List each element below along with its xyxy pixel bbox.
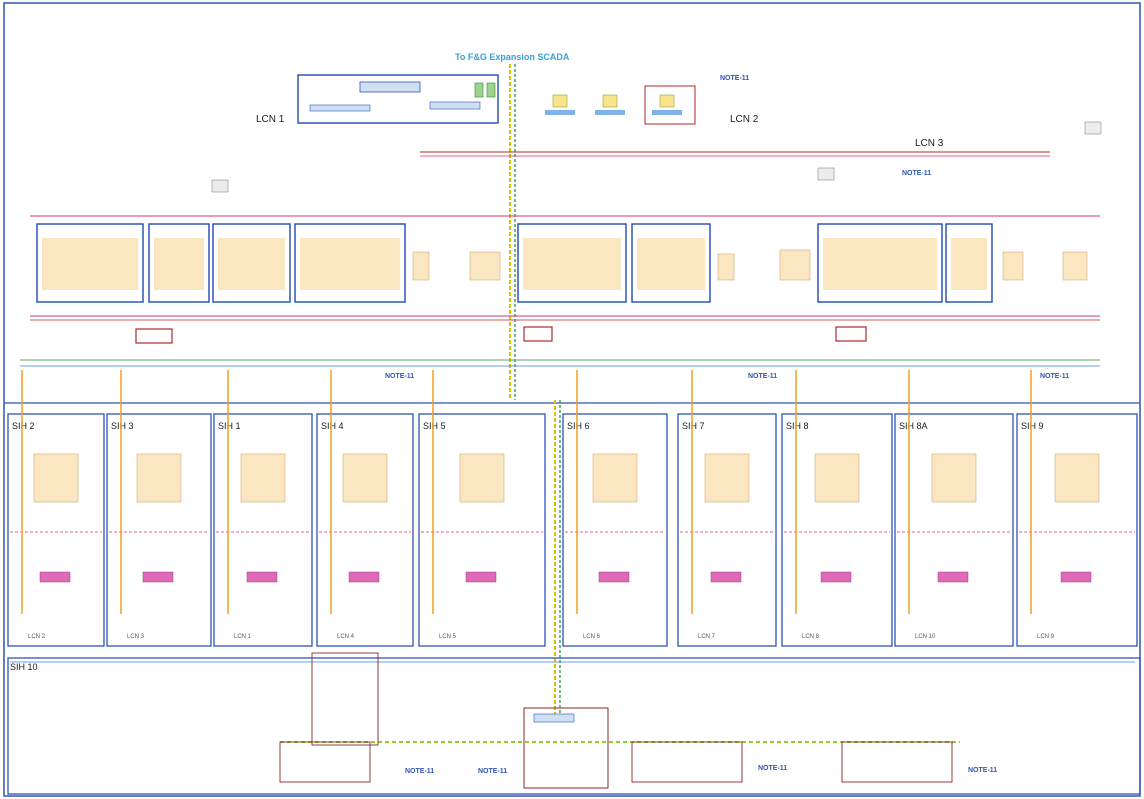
sih-lcn-label: LCN 10 [915,634,936,640]
printer-icon [1085,122,1101,134]
lcn2-label: LCN 2 [730,114,759,125]
sih10-label: SIH 10 [10,662,38,672]
sih-building-box [1017,414,1137,646]
sih-building-label: SIH 7 [682,421,705,431]
field-device [711,572,741,582]
sih-building-box [895,414,1013,646]
printer-icon [212,180,228,192]
sih-building-box [563,414,667,646]
sih-lcn-label: LCN 6 [583,634,601,640]
sih-building-label: SIH 1 [218,421,241,431]
sih-lcn-label: LCN 1 [234,634,252,640]
lcn2-workstations [545,86,695,124]
note-label: NOTE-11 [902,170,931,177]
sih-lcn-label: LCN 5 [439,634,457,640]
sih-lcn-label: LCN 2 [28,634,46,640]
scada-title: To F&G Expansion SCADA [455,52,570,62]
note-label: NOTE-11 [758,765,787,772]
field-device [1061,572,1091,582]
sih-cabinet [593,454,637,502]
lcn3-label: LCN 3 [915,138,944,149]
outer-frame [4,3,1140,796]
sih-cabinet [705,454,749,502]
sih-building-label: SIH 8A [899,421,928,431]
upper-cabinet-groups [37,224,1087,302]
sih-lcn-label: LCN 4 [337,634,355,640]
note-label: NOTE-11 [478,768,507,775]
sih-building-label: SIH 2 [12,421,35,431]
sih-cabinet [815,454,859,502]
sih-cabinet [137,454,181,502]
sih-building-label: SIH 3 [111,421,134,431]
sih-lcn-label: LCN 8 [802,634,820,640]
network-switch [136,329,172,343]
field-device [821,572,851,582]
sih-building-box [419,414,545,646]
note-label: NOTE-11 [1040,373,1069,380]
sih-cabinet [1055,454,1099,502]
sih-building-label: SIH 6 [567,421,590,431]
printer-icon [818,168,834,180]
sih-building-box [782,414,892,646]
sih-upper-boxes: SIH 2 LCN 2 SIH 3 LCN 3 SIH 1 LCN 1 SIH 4 LCN 4… [8,370,1137,646]
sih-building-label: SIH 5 [423,421,446,431]
lcn1-label: LCN 1 [256,114,285,125]
sih-building-box [107,414,211,646]
sih-cabinet [34,454,78,502]
note-label: NOTE-11 [748,373,777,380]
sih-cabinet [460,454,504,502]
sih-building-label: SIH 9 [1021,421,1044,431]
sih-building-label: SIH 4 [321,421,344,431]
field-device [247,572,277,582]
network-switch [836,327,866,341]
sih-cabinet [241,454,285,502]
field-device [349,572,379,582]
note-label: NOTE-11 [405,768,434,775]
sih-lcn-label: LCN 7 [698,634,716,640]
field-device [143,572,173,582]
network-switch [524,327,552,341]
sih-lcn-label: LCN 9 [1037,634,1055,640]
field-device [599,572,629,582]
field-device [938,572,968,582]
note-label: NOTE-11 [385,373,414,380]
sih-lcn-label: LCN 3 [127,634,145,640]
sih-cabinet [932,454,976,502]
sih-cabinet [343,454,387,502]
sih-building-label: SIH 8 [786,421,809,431]
note-label: NOTE-11 [968,767,997,774]
note-label: NOTE-11 [720,75,749,82]
field-device [466,572,496,582]
field-device [40,572,70,582]
